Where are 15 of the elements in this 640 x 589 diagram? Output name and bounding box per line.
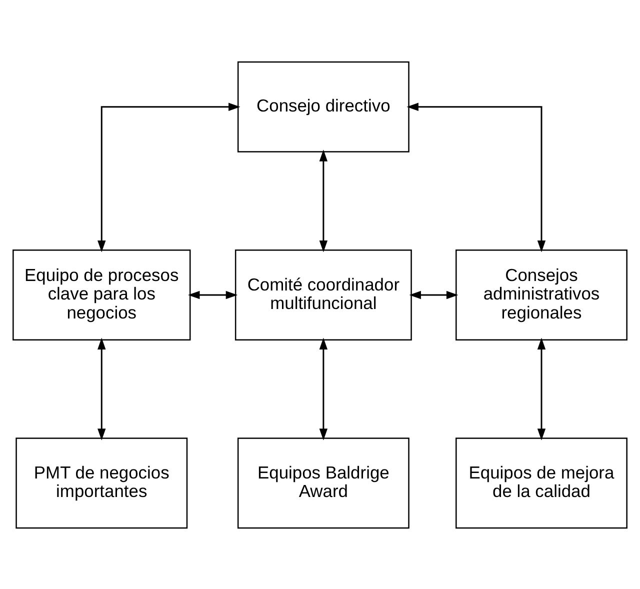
node-box: Equipos de mejora de la calidad — [456, 437, 628, 528]
arrow — [406, 102, 546, 252]
node-box: Consejo directivo — [237, 60, 410, 152]
arrow — [409, 290, 458, 299]
arrow — [188, 290, 238, 299]
node-box: Equipos Baldrige Award — [237, 437, 410, 528]
node-box: Equipo de procesos clave para los negocios — [12, 249, 191, 340]
arrow — [319, 149, 328, 252]
node-box: PMT de negocios importantes — [16, 437, 188, 528]
arrow — [537, 337, 546, 440]
arrow — [98, 102, 240, 252]
arrow — [98, 337, 106, 440]
node-box: Consejos administrativos regionales — [456, 249, 628, 340]
arrow — [319, 337, 328, 440]
node-box: Comité coordinador multifuncional — [234, 249, 412, 340]
